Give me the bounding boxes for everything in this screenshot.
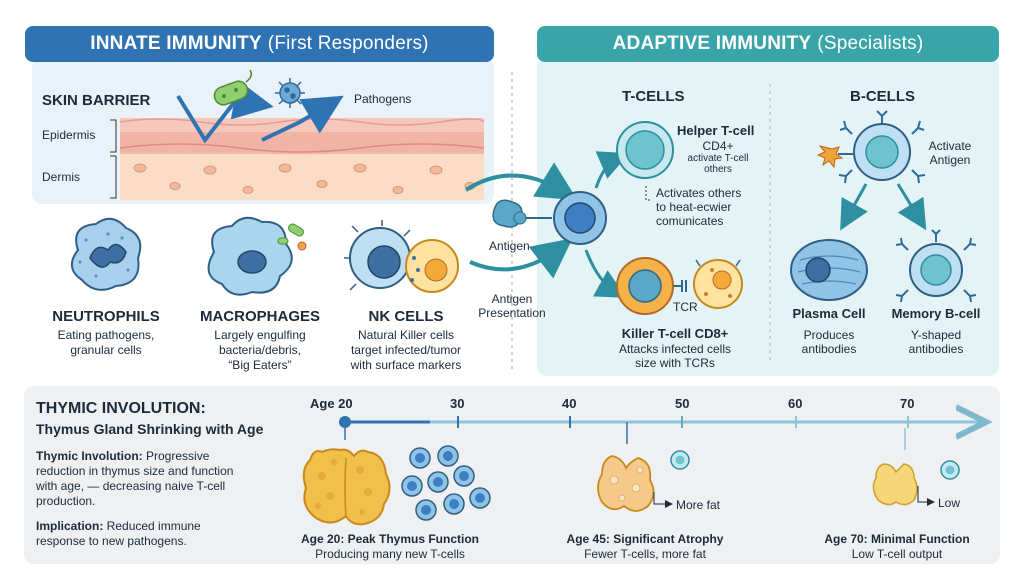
stage1-desc: Producing many new T-cells bbox=[315, 547, 465, 561]
dermis-label: Dermis bbox=[42, 170, 80, 184]
age-timeline bbox=[339, 416, 980, 450]
stage2-desc: Fewer T-cells, more fat bbox=[584, 547, 706, 561]
to-plasma-arrow bbox=[840, 183, 868, 231]
many-t-cells-illustration bbox=[401, 445, 491, 521]
helper-t-cell-illustration bbox=[616, 121, 674, 201]
plasma-cell-illustration bbox=[790, 239, 868, 301]
memory-b-cell-title: Memory B-cell bbox=[891, 306, 981, 321]
age-tick-20: Age 20 bbox=[310, 396, 353, 411]
virus-icon bbox=[275, 78, 305, 108]
innate-heading: INNATE IMMUNITY bbox=[90, 33, 262, 54]
thymic-involution-definition: Thymic Involution: Progressive reduction… bbox=[36, 449, 234, 508]
thymus-large-illustration bbox=[302, 448, 391, 526]
age-tick-40: 40 bbox=[562, 396, 577, 411]
helper-t-cell-title: Helper T-cell bbox=[677, 123, 755, 138]
to-helper-arrow bbox=[594, 151, 630, 189]
adaptive-subheading: (Specialists) bbox=[817, 33, 924, 54]
stage2-title: Age 45: Significant Atrophy bbox=[566, 532, 724, 546]
plasma-cell-title: Plasma Cell bbox=[792, 306, 866, 321]
b-cell-illustration bbox=[816, 110, 926, 184]
naive-t-cell-illustration bbox=[553, 191, 607, 245]
to-killer-arrow bbox=[584, 249, 627, 298]
adaptive-banner: ADAPTIVE IMMUNITY (Specialists) bbox=[537, 26, 999, 62]
innate-banner: INNATE IMMUNITY (First Responders) bbox=[25, 26, 494, 62]
neutrophils-desc: Eating pathogens,granular cells bbox=[57, 328, 155, 357]
helper-t-cell-desc: CD4+ activate T-cell others bbox=[687, 139, 749, 175]
epidermis-label: Epidermis bbox=[42, 128, 96, 142]
macrophages-title: MACROPHAGES bbox=[199, 308, 320, 325]
memory-b-cell-illustration bbox=[895, 229, 977, 303]
thymic-implication: Implication: Reduced immune response to … bbox=[36, 519, 201, 548]
thymic-involution-title: THYMIC INVOLUTION: bbox=[36, 400, 206, 417]
innate-to-adaptive-arrow bbox=[464, 162, 578, 201]
antigen-label: Antigen bbox=[489, 239, 530, 253]
stage3-desc: Low T-cell output bbox=[851, 547, 943, 561]
t-cells-label: T-CELLS bbox=[622, 88, 685, 105]
skin-layers-illustration bbox=[110, 118, 485, 200]
neutrophil-illustration bbox=[71, 217, 142, 291]
thymus-medium-illustration bbox=[597, 450, 690, 512]
killer-t-cell-title: Killer T-cell CD8+ bbox=[621, 326, 729, 341]
nk-cell-illustration bbox=[344, 220, 459, 293]
neutrophils-title: NEUTROPHILS bbox=[52, 308, 160, 325]
stage1-title: Age 20: Peak Thymus Function bbox=[300, 532, 480, 546]
stage2-more-fat-note: More fat bbox=[676, 498, 721, 512]
innate-subheading: (First Responders) bbox=[267, 33, 429, 54]
pathogen-entry-arrows bbox=[176, 80, 344, 144]
antigen-blob-illustration bbox=[492, 199, 552, 228]
killer-t-cell-illustration bbox=[616, 257, 743, 315]
thymus-small-illustration bbox=[872, 460, 960, 506]
age-tick-60: 60 bbox=[788, 396, 803, 411]
skin-barrier-label: SKIN BARRIER bbox=[42, 92, 151, 109]
adaptive-heading: ADAPTIVE IMMUNITY bbox=[612, 33, 812, 54]
macrophage-illustration bbox=[207, 216, 307, 296]
age-tick-70: 70 bbox=[900, 396, 915, 411]
thymic-involution-subtitle: Thymus Gland Shrinking with Age bbox=[36, 421, 264, 437]
to-memory-arrow bbox=[896, 183, 927, 231]
bacterium-icon bbox=[213, 69, 253, 106]
pathogens-label: Pathogens bbox=[354, 92, 412, 106]
stage3-low-note: Low bbox=[938, 496, 961, 510]
thymus-panel bbox=[24, 386, 1000, 564]
age-tick-50: 50 bbox=[675, 396, 690, 411]
b-cells-label: B-CELLS bbox=[850, 88, 915, 105]
tcr-label: TCR bbox=[673, 300, 698, 314]
stage3-title: Age 70: Minimal Function bbox=[824, 532, 970, 546]
age-tick-30: 30 bbox=[450, 396, 465, 411]
antigen-presentation-arrow bbox=[469, 238, 573, 279]
nk-cells-title: NK CELLS bbox=[368, 308, 444, 325]
